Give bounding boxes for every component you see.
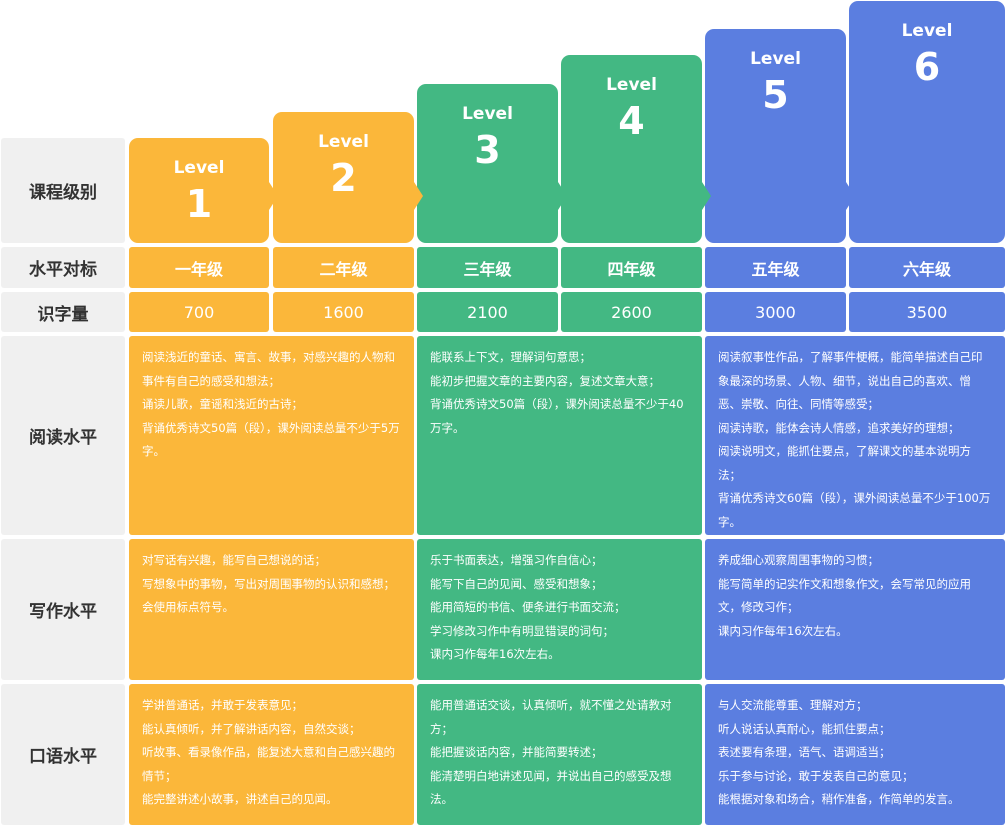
chars-cell-3: 2100	[417, 292, 558, 332]
desc-line: 阅读诗歌，能体会诗人情感，追求美好的理想；	[718, 420, 960, 435]
desc-line: 与人交流能尊重、理解对方；	[718, 698, 868, 712]
speaking-desc-green: 能用普通话交谈，认真倾听，就不懂之处请教对方； 能把握谈话内容，并能简要转述； …	[417, 684, 702, 825]
grade-cell-6: 六年级	[849, 247, 1005, 288]
arrow-right-icon	[269, 182, 278, 210]
reading-desc-yellow: 阅读浅近的童话、寓言、故事，对感兴趣的人物和事件有自己的感受和想法； 诵读儿歌，…	[129, 336, 414, 535]
desc-line: 背诵优秀诗文50篇（段），课外阅读总量不少于40万字。	[430, 397, 684, 435]
arrow-right-icon	[702, 182, 711, 210]
level-word: Level	[901, 21, 953, 41]
level-card-5: Level 5	[705, 29, 846, 243]
row-label-speaking: 口语水平	[1, 684, 125, 825]
level-number: 1	[185, 182, 213, 226]
desc-line: 能用普通话交谈，认真倾听，就不懂之处请教对方；	[430, 698, 672, 736]
desc-line: 能初步把握文章的主要内容，复述文章大意；	[430, 373, 660, 388]
level-number: 6	[913, 45, 941, 89]
level-word: Level	[750, 49, 801, 69]
desc-line: 背诵优秀诗文50篇（段），课外阅读总量不少于5万字。	[142, 420, 400, 459]
grade-cell-1: 一年级	[129, 247, 269, 288]
level-word: Level	[462, 104, 513, 124]
desc-line: 背诵优秀诗文60篇（段），课外阅读总量不少于100万字。	[718, 491, 991, 529]
desc-line: 阅读叙事性作品，了解事件梗概，能简单描述自己印象最深的场景、人物、细节，说出自己…	[718, 350, 983, 411]
chars-cell-2: 1600	[273, 292, 414, 332]
chars-cell-5: 3000	[705, 292, 846, 332]
row-label-course: 课程级别	[1, 138, 125, 243]
desc-line: 学习修改习作中有明显错误的词句；	[430, 623, 614, 638]
desc-line: 能认真倾听，并了解讲话内容，自然交谈；	[142, 721, 361, 736]
reading-desc-blue: 阅读叙事性作品，了解事件梗概，能简单描述自己印象最深的场景、人物、细节，说出自己…	[705, 336, 1005, 535]
desc-line: 学讲普通话，并敢于发表意见；	[142, 698, 303, 712]
desc-line: 阅读说明文，能抓住要点，了解课文的基本说明方法；	[718, 444, 971, 482]
desc-line: 阅读浅近的童话、寓言、故事，对感兴趣的人物和事件有自己的感受和想法；	[142, 350, 395, 388]
desc-line: 能根据对象和场合，稍作准备，作简单的发言。	[718, 792, 960, 806]
level-number: 5	[762, 73, 789, 117]
reading-desc-green: 能联系上下文，理解词句意思； 能初步把握文章的主要内容，复述文章大意； 背诵优秀…	[417, 336, 702, 535]
level-number: 3	[474, 128, 501, 172]
desc-line: 听人说话认真耐心，能抓住要点；	[718, 721, 891, 736]
speaking-desc-yellow: 学讲普通话，并敢于发表意见； 能认真倾听，并了解讲话内容，自然交谈； 听故事、看…	[129, 684, 414, 825]
row-label-grade: 水平对标	[1, 247, 125, 288]
level-card-1: Level 1	[129, 138, 269, 243]
speaking-desc-blue: 与人交流能尊重、理解对方； 听人说话认真耐心，能抓住要点； 表述要有条理，语气、…	[705, 684, 1005, 825]
level-word: Level	[606, 75, 657, 95]
desc-line: 能联系上下文，理解词句意思；	[430, 350, 591, 364]
desc-line: 养成细心观察周围事物的习惯；	[718, 553, 879, 567]
grade-cell-2: 二年级	[273, 247, 414, 288]
arrow-right-icon	[558, 182, 567, 210]
level-card-3: Level 3	[417, 84, 558, 243]
desc-line: 课内习作每年16次左右。	[430, 647, 560, 661]
desc-line: 会使用标点符号。	[142, 600, 234, 614]
chars-cell-4: 2600	[561, 292, 702, 332]
writing-desc-green: 乐于书面表达，增强习作自信心； 能写下自己的见闻、感受和想象； 能用简短的书信、…	[417, 539, 702, 680]
arrow-right-icon	[414, 182, 423, 210]
desc-line: 乐于书面表达，增强习作自信心；	[430, 553, 603, 567]
arrow-right-icon	[846, 182, 855, 210]
desc-line: 写想象中的事物，写出对周围事物的认识和感想；	[142, 576, 395, 591]
desc-line: 能完整讲述小故事，讲述自己的见闻。	[142, 792, 338, 806]
level-number: 2	[330, 156, 357, 200]
row-label-chars: 识字量	[1, 292, 125, 332]
desc-line: 能把握谈话内容，并能简要转述；	[430, 745, 603, 759]
desc-line: 能用简短的书信、便条进行书面交流；	[430, 600, 626, 614]
desc-line: 课内习作每年16次左右。	[718, 623, 848, 638]
desc-line: 听故事、看录像作品，能复述大意和自己感兴趣的情节；	[142, 745, 395, 783]
desc-line: 诵读儿歌，童谣和浅近的古诗；	[142, 397, 303, 411]
desc-line: 能写下自己的见闻、感受和想象；	[430, 576, 603, 591]
grade-cell-5: 五年级	[705, 247, 846, 288]
desc-line: 乐于参与讨论，敢于发表自己的意见；	[718, 768, 914, 783]
row-label-writing: 写作水平	[1, 539, 125, 680]
writing-desc-blue: 养成细心观察周围事物的习惯； 能写简单的记实作文和想象作文，会写常见的应用文，修…	[705, 539, 1005, 680]
grade-cell-3: 三年级	[417, 247, 558, 288]
level-card-6: Level 6	[849, 1, 1005, 243]
writing-desc-yellow: 对写话有兴趣，能写自己想说的话； 写想象中的事物，写出对周围事物的认识和感想； …	[129, 539, 414, 680]
grade-cell-4: 四年级	[561, 247, 702, 288]
level-number: 4	[618, 99, 645, 143]
level-word: Level	[173, 158, 225, 178]
chars-cell-1: 700	[129, 292, 269, 332]
desc-line: 能清楚明白地讲述见闻，并说出自己的感受及想法。	[430, 768, 672, 807]
desc-line: 对写话有兴趣，能写自己想说的话；	[142, 553, 326, 567]
level-word: Level	[318, 132, 369, 152]
level-card-2: Level 2	[273, 112, 414, 243]
desc-line: 表述要有条理，语气、语调适当；	[718, 745, 891, 759]
chars-cell-6: 3500	[849, 292, 1005, 332]
row-label-reading: 阅读水平	[1, 336, 125, 535]
desc-line: 能写简单的记实作文和想象作文，会写常见的应用文，修改习作；	[718, 576, 971, 615]
level-card-4: Level 4	[561, 55, 702, 243]
